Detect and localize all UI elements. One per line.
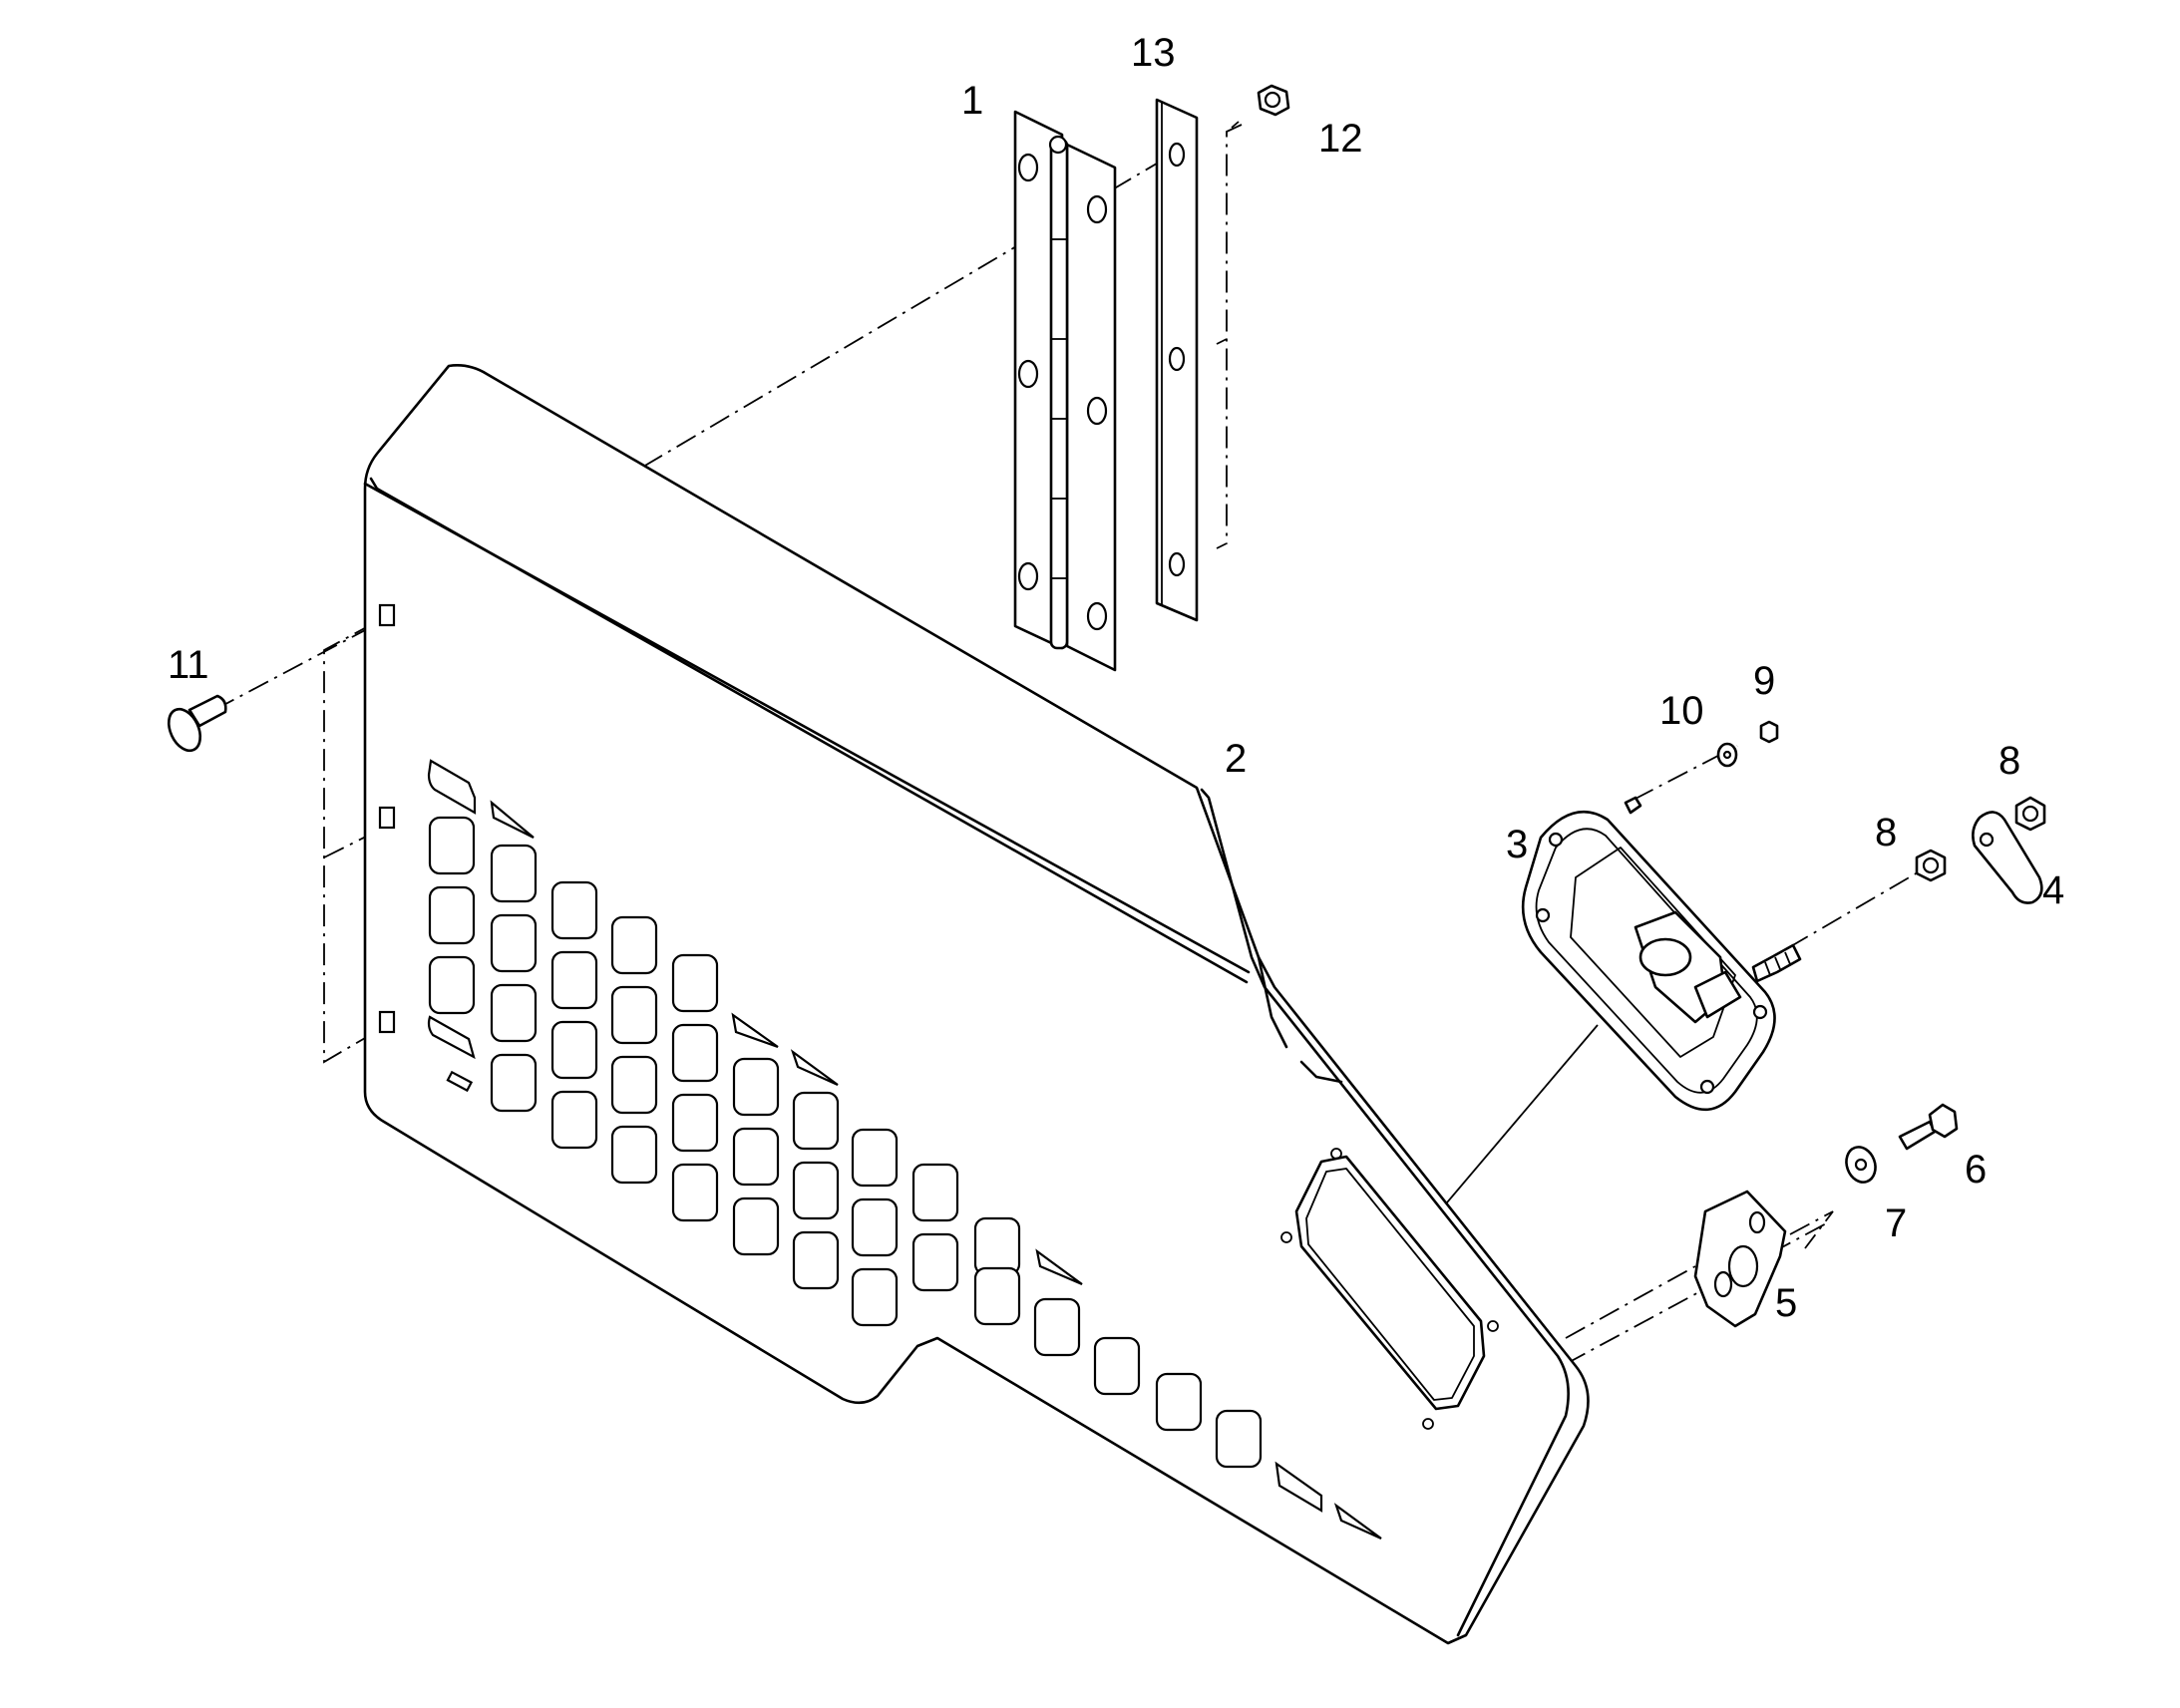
- hex-nut-top: [1257, 84, 1290, 117]
- callout-7: 7: [1885, 1201, 1907, 1245]
- latch-lever: [1972, 811, 2043, 904]
- callout-8a: 8: [1875, 811, 1897, 854]
- callout-9: 9: [1753, 659, 1775, 703]
- callouts: 1 2 3 4 5 6 7 8 8 9 10 11 12 13: [168, 31, 2064, 1325]
- latch-assembly: [1521, 796, 1802, 1112]
- callout-1: 1: [961, 79, 983, 123]
- callout-10: 10: [1659, 689, 1704, 733]
- callout-8b: 8: [1998, 739, 2020, 783]
- hex-nut-right: [2014, 796, 2046, 832]
- hex-bolt: [1898, 1103, 1959, 1151]
- callout-12: 12: [1318, 117, 1363, 161]
- hinge: [1013, 110, 1117, 672]
- hex-nut-small: [1759, 720, 1779, 744]
- keeper-bracket: [1693, 1190, 1787, 1328]
- flat-washer: [1845, 1146, 1877, 1184]
- callout-6: 6: [1965, 1148, 1987, 1192]
- callout-4: 4: [2042, 868, 2064, 912]
- washer-small: [1716, 742, 1738, 768]
- callout-2: 2: [1225, 737, 1247, 781]
- side-panel: [363, 364, 1590, 1645]
- vent-slots: [427, 759, 1382, 1540]
- vent-slots-grid: [428, 816, 1263, 1469]
- callout-3: 3: [1506, 823, 1528, 866]
- hex-nut-left: [1915, 849, 1947, 882]
- callout-5: 5: [1775, 1281, 1797, 1325]
- callout-11: 11: [168, 643, 209, 687]
- callout-13: 13: [1131, 31, 1176, 75]
- backing-strip: [1155, 98, 1199, 622]
- carriage-bolt: [167, 694, 227, 753]
